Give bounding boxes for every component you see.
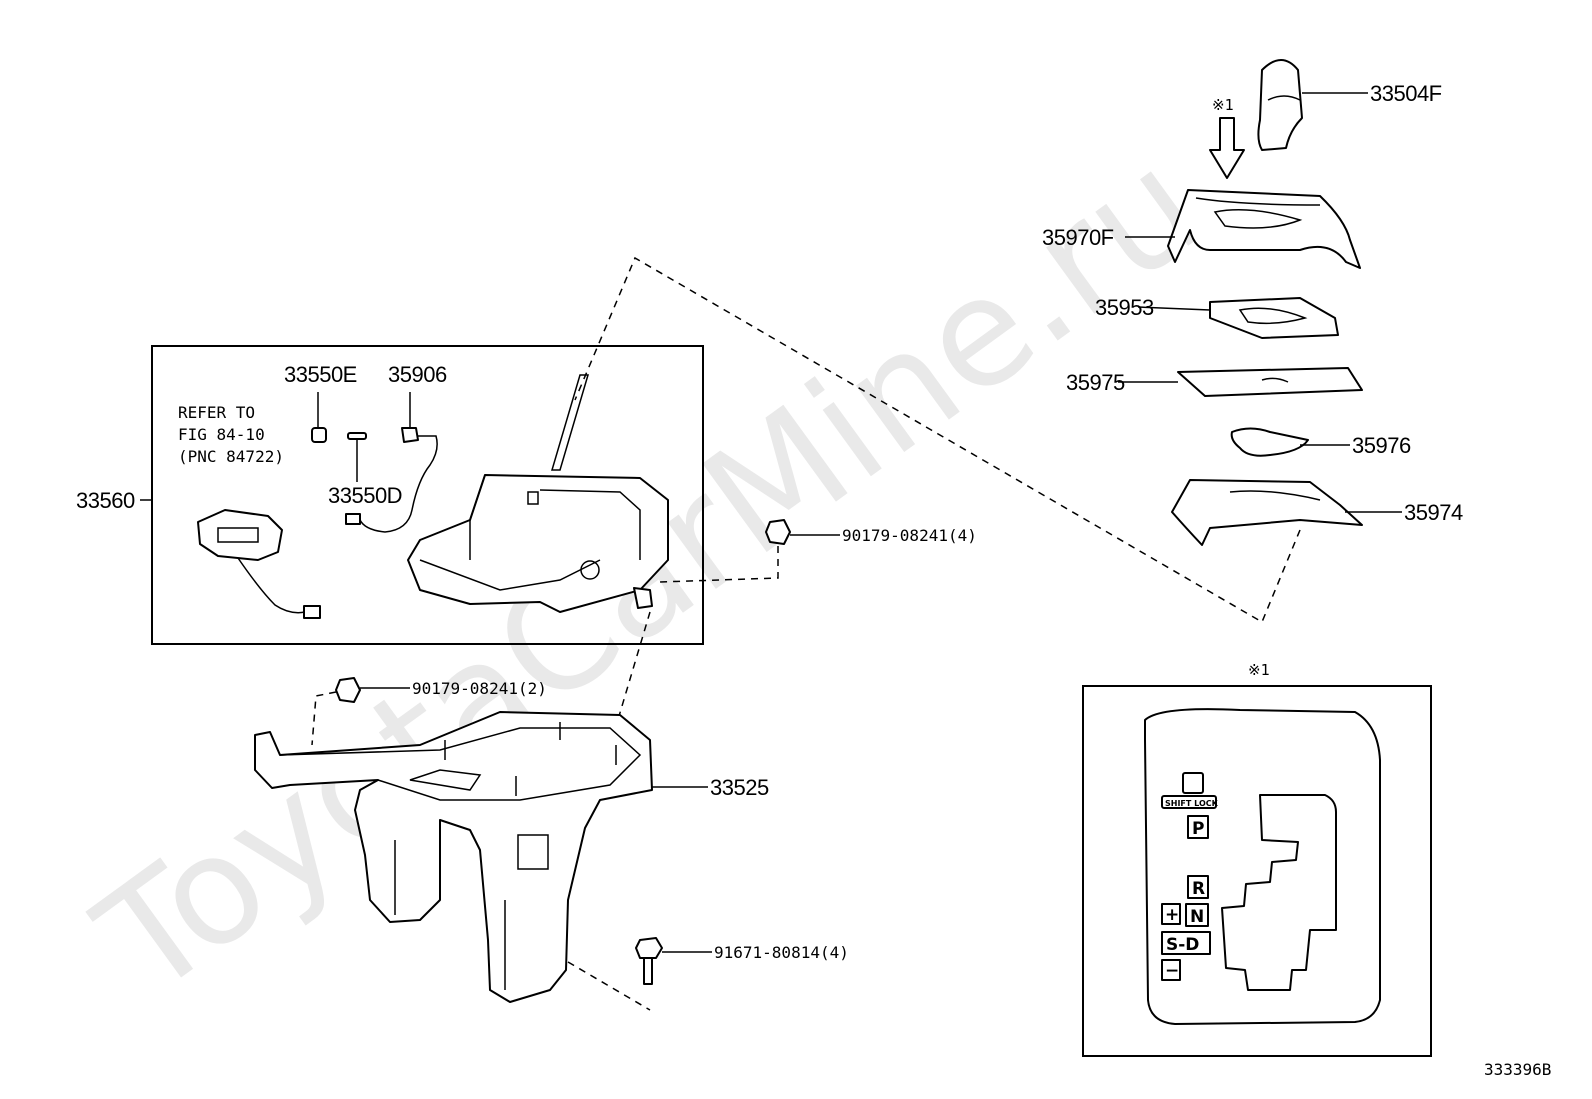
gate-position-r: R [1192, 879, 1205, 899]
shift-lock-switch[interactable] [197, 509, 321, 619]
indicator-plate-part[interactable] [1177, 367, 1363, 397]
part-label-91671[interactable]: 91671-80814(4) [714, 943, 849, 962]
shift-bezel-part[interactable] [1167, 189, 1361, 269]
gate-plus: + [1165, 905, 1179, 925]
part-label-33550D[interactable]: 33550D [328, 483, 403, 508]
note-marker-top: ※1 [1212, 96, 1234, 114]
gate-p-box [1187, 815, 1209, 839]
gate-plus-box [1161, 903, 1181, 925]
gate-sd-box [1161, 931, 1211, 955]
part-label-35976[interactable]: 35976 [1352, 433, 1411, 458]
guide-line-bezel [574, 256, 1301, 624]
gate-position-p: P [1192, 819, 1204, 839]
gate-r-box [1187, 875, 1209, 899]
nut-part-90179-4[interactable] [765, 519, 791, 545]
pin-part-33550E[interactable] [311, 427, 327, 443]
gate-position-sd: S-D [1166, 935, 1199, 955]
refer-note-line2: FIG 84-10 [178, 425, 265, 444]
mounting-bracket-33525[interactable] [254, 711, 653, 1003]
diagram-id: 333396B [1484, 1060, 1551, 1079]
shift-lever-base[interactable] [407, 374, 669, 613]
part-label-90179-4[interactable]: 90179-08241(4) [842, 526, 977, 545]
gate-minus-box [1161, 959, 1181, 981]
part-label-90179-2[interactable]: 90179-08241(2) [412, 679, 547, 698]
slide-cover-part[interactable] [1171, 479, 1363, 546]
indicator-housing-part[interactable] [1209, 297, 1339, 339]
part-label-33504F[interactable]: 33504F [1370, 81, 1442, 106]
gate-detail-box [1082, 685, 1432, 1057]
assembly-box-33560 [151, 345, 704, 645]
bolt-part-91671[interactable] [635, 937, 663, 985]
refer-note-line1: REFER TO [178, 403, 255, 422]
part-label-35906[interactable]: 35906 [388, 362, 447, 387]
part-label-35974[interactable]: 35974 [1404, 500, 1463, 525]
nut-part-90179-2[interactable] [335, 677, 361, 703]
gate-minus: − [1165, 961, 1179, 981]
part-label-35953[interactable]: 35953 [1095, 295, 1154, 320]
part-label-33550E[interactable]: 33550E [284, 362, 357, 387]
gate-position-n: N [1190, 907, 1204, 927]
part-label-33525[interactable]: 33525 [710, 775, 769, 800]
shift-lock-label: SHIFT LOCK [1165, 799, 1219, 808]
refer-note-line3: (PNC 84722) [178, 447, 284, 466]
pin-part-33550D[interactable] [347, 432, 367, 440]
shift-knob-part[interactable] [1257, 59, 1303, 151]
indicator-film-part[interactable] [1230, 427, 1309, 457]
harness-part-35906[interactable] [345, 427, 438, 533]
part-label-35970F[interactable]: 35970F [1042, 225, 1114, 250]
part-label-35975[interactable]: 35975 [1066, 370, 1125, 395]
shift-lock-button[interactable] [1182, 772, 1204, 794]
part-label-33560[interactable]: 33560 [76, 488, 135, 513]
gate-n-box [1185, 903, 1209, 927]
gate-box-title: ※1 [1248, 661, 1270, 679]
